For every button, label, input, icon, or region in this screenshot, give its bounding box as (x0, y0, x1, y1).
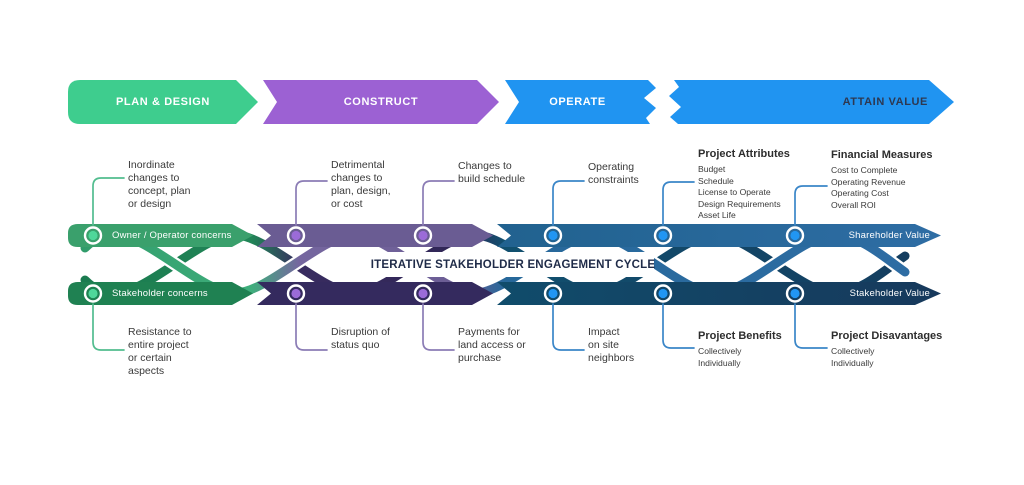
center-title-plate (372, 252, 654, 277)
phase-arrow-attain-value (669, 80, 954, 124)
callout-connectors (92, 177, 828, 351)
callout-text: Operating constraints (588, 161, 639, 186)
callout-inordinate-changes: Inordinate changes to concept, plan or d… (128, 159, 190, 211)
callout-text: Resistance to entire project or certain … (128, 326, 192, 377)
callout-title: Project Attributes (698, 148, 790, 160)
callout-changes-build-schedule: Changes to build schedule (458, 160, 525, 186)
callout-text: Impact on site neighbors (588, 326, 635, 364)
callout-items: Budget Schedule License to Operate Desig… (698, 164, 781, 221)
callout-text: Inordinate changes to concept, plan or d… (128, 159, 191, 210)
owner-operator-band (68, 224, 941, 247)
phase-label-construct: CONSTRUCT (343, 96, 419, 108)
center-title: ITERATIVE STAKEHOLDER ENGAGEMENT CYCLE (370, 258, 656, 271)
callout-detrimental-changes: Detrimental changes to plan, design, or … (331, 159, 391, 211)
phase-arrow-plan-design (68, 80, 258, 124)
callout-title: Project Disavantages (831, 330, 943, 342)
callout-project-benefits: Project Benefits Collectively Individual… (698, 330, 782, 369)
callout-items: Cost to Complete Operating Revenue Opera… (831, 165, 906, 210)
callout-impact-site-neighbors: Impact on site neighbors (588, 326, 634, 365)
phase-label-operate: OPERATE (549, 96, 606, 108)
callout-items: Collectively Individually (831, 346, 875, 368)
phase-label-plan-design: PLAN & DESIGN (116, 96, 210, 108)
callout-project-attributes: Project Attributes Budget Schedule Licen… (698, 148, 790, 222)
phase-arrow-construct (263, 80, 499, 124)
callout-text: Changes to build schedule (458, 160, 526, 185)
callout-text: Disruption of status quo (331, 326, 390, 351)
callout-operating-constraints: Operating constraints (588, 161, 639, 187)
phase-arrow-operate (505, 80, 656, 124)
node-markers (83, 226, 805, 303)
band-label-stakeholder-concerns: Stakeholder concerns (112, 288, 208, 299)
callout-text: Payments for land access or purchase (458, 326, 526, 364)
stakeholder-band (68, 282, 941, 305)
band-label-stakeholder-value: Stakeholder Value (849, 288, 930, 299)
callout-title: Financial Measures (831, 149, 933, 161)
callout-payments-land-access: Payments for land access or purchase (458, 326, 526, 365)
callout-financial-measures: Financial Measures Cost to Complete Oper… (831, 149, 933, 211)
callout-title: Project Benefits (698, 330, 782, 342)
callout-resistance: Resistance to entire project or certain … (128, 326, 192, 378)
phase-label-attain-value: ATTAIN VALUE (842, 96, 928, 108)
callout-items: Collectively Individually (698, 346, 742, 368)
callout-disruption-status-quo: Disruption of status quo (331, 326, 390, 352)
band-label-owner-operator-concerns: Owner / Operator concerns (112, 230, 232, 241)
callout-project-disavantages: Project Disavantages Collectively Indivi… (831, 330, 942, 369)
band-label-shareholder-value: Shareholder Value (848, 230, 930, 241)
callout-text: Detrimental changes to plan, design, or … (331, 159, 391, 210)
